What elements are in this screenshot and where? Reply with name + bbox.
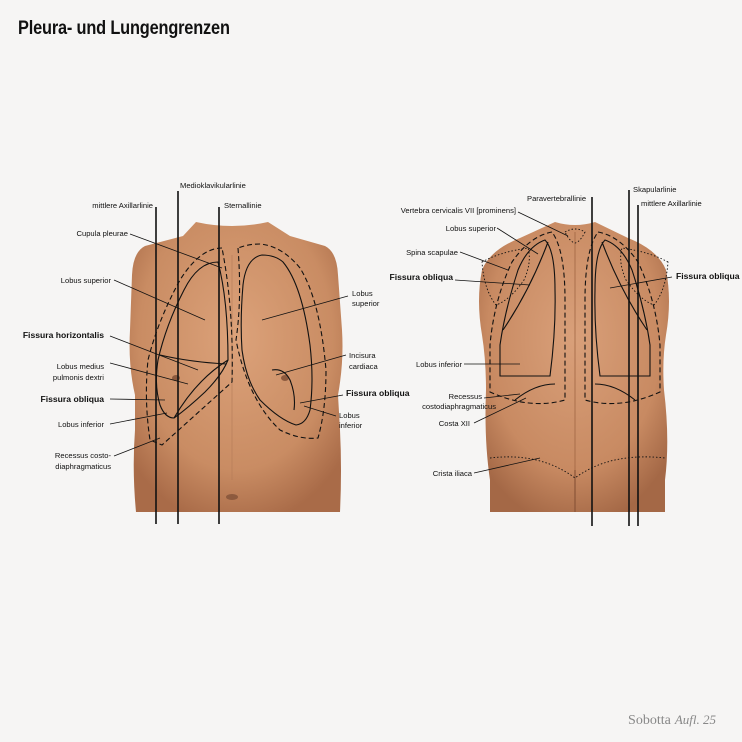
label-lobus-inferior-front-right-2: inferior [339, 421, 363, 430]
back-costa-xii-right [594, 383, 636, 401]
label-mittlere-axillarlinie-back: mittlere Axillarlinie [641, 199, 702, 208]
back-torso-body [479, 222, 669, 512]
label-recessus-back-1: Recessus [449, 392, 483, 401]
back-right-lung-outline [594, 239, 651, 377]
front-left-lung-outline [240, 254, 313, 426]
label-incisura-cardiaca-1: Incisura [349, 351, 376, 360]
label-recessus-front-2: diaphragmaticus [55, 462, 111, 471]
label-recessus-front-1: Recessus costo- [55, 451, 112, 460]
back-leaders [454, 211, 673, 474]
label-paravertebrallinie: Paravertebrallinie [527, 194, 586, 203]
front-cardiac-notch [271, 369, 296, 411]
back-oblique-fissure-left [502, 241, 549, 331]
label-fissura-horizontalis: Fissura horizontalis [23, 330, 104, 340]
front-torso [129, 222, 343, 512]
front-horizontal-fissure [159, 354, 227, 365]
front-oblique-fissure-right [173, 359, 229, 419]
label-fissura-obliqua-front-left: Fissura obliqua [40, 394, 104, 404]
back-reference-lines [591, 190, 639, 526]
label-sternallinie: Sternallinie [224, 201, 262, 210]
label-lobus-inferior-front-right-1: Lobus [339, 411, 360, 420]
label-medioklavikularlinie: Medioklavikularlinie [180, 181, 246, 190]
back-costa-xii-left [514, 383, 556, 401]
label-lobus-inferior-back: Lobus inferior [416, 360, 462, 369]
label-lobus-superior-back: Lobus superior [446, 224, 497, 233]
label-spina-scapulae: Spina scapulae [406, 248, 458, 257]
nipple-right [281, 375, 289, 381]
front-leaders [109, 233, 349, 457]
front-lungs [155, 254, 313, 426]
label-mittlere-axillarlinie-front: mittlere Axillarlinie [92, 201, 153, 210]
footer-edition: Aufl. 25 [674, 712, 716, 727]
label-fissura-obliqua-front-right: Fissura obliqua [346, 388, 410, 398]
back-crista-iliaca [489, 456, 666, 479]
label-crista-iliaca: Crista iliaca [433, 469, 473, 478]
back-oblique-fissure-right [601, 241, 648, 331]
back-scapula-left [481, 247, 530, 306]
back-torso [479, 222, 669, 512]
label-lobus-superior-front-left: Lobus superior [61, 276, 112, 285]
front-torso-body [129, 222, 343, 512]
label-cupula-pleurae: Cupula pleurae [76, 229, 128, 238]
footer-brand: Sobotta [628, 713, 671, 728]
back-scapula-right [620, 247, 669, 306]
label-lobus-superior-front-right-1: Lobus [352, 289, 373, 298]
back-lungs [499, 239, 651, 401]
label-fissura-obliqua-back-left: Fissura obliqua [389, 272, 453, 282]
label-vertebra-cervicalis: Vertebra cervicalis VII [prominens] [401, 206, 516, 215]
back-pleura-left [489, 231, 566, 405]
navel [226, 494, 238, 500]
label-lobus-medius-1: Lobus medius [57, 362, 104, 371]
back-pleura-right [584, 231, 661, 405]
back-c7 [564, 228, 586, 244]
label-lobus-inferior-front-left: Lobus inferior [58, 420, 104, 429]
label-lobus-medius-2: pulmonis dextri [53, 373, 104, 382]
label-lobus-superior-front-right-2: superior [352, 299, 380, 308]
page-title: Pleura- und Lungengrenzen [18, 18, 230, 39]
label-costa-xii: Costa XII [439, 419, 470, 428]
front-pleura-left [235, 243, 327, 439]
label-skapularlinie: Skapularlinie [633, 185, 676, 194]
back-pleura [489, 231, 661, 405]
back-left-lung-outline [499, 239, 556, 377]
back-scapulae [481, 228, 669, 306]
label-fissura-obliqua-back-right: Fissura obliqua [676, 271, 740, 281]
label-recessus-back-2: costodiaphragmaticus [422, 402, 496, 411]
label-incisura-cardiaca-2: cardiaca [349, 362, 378, 371]
